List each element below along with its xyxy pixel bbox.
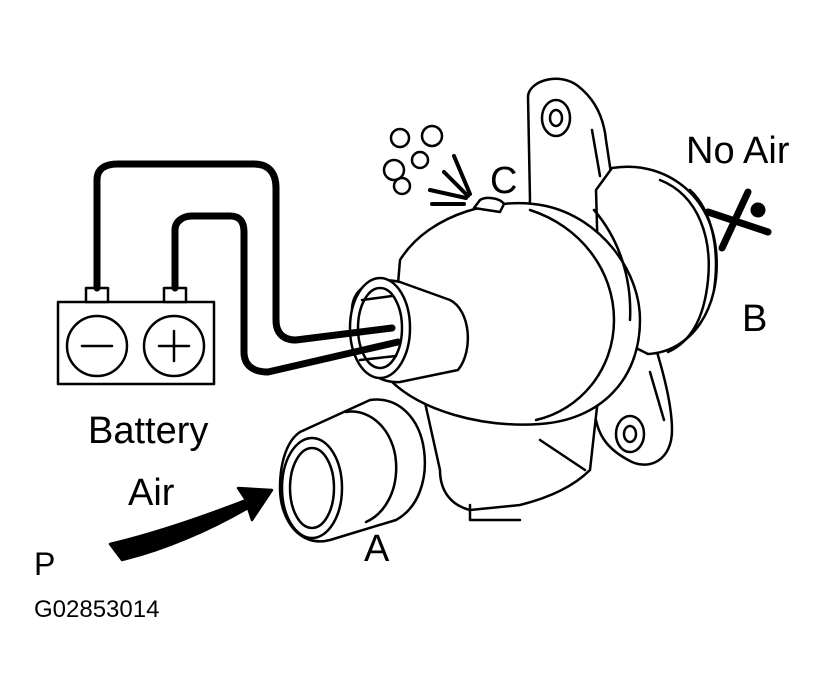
no-air-label: No Air [686, 130, 790, 172]
figure-code-label: P [34, 546, 56, 582]
battery-negative-terminal [65, 314, 129, 378]
battery-label: Battery [88, 410, 209, 452]
x-mark-icon [704, 188, 772, 252]
port-a-tube [278, 398, 427, 543]
port-c-label: C [490, 160, 518, 202]
air-label: Air [128, 472, 175, 514]
port-a-label: A [364, 528, 390, 570]
port-b-label: B [742, 298, 768, 340]
figure-id-label: G02853014 [34, 596, 160, 623]
battery [56, 286, 216, 386]
air-puff-icon [382, 124, 472, 206]
negative-wire [93, 160, 396, 344]
port-c-nipple [472, 196, 506, 214]
arrow-right-icon [108, 486, 274, 562]
battery-positive-terminal [142, 314, 206, 378]
positive-wire [171, 212, 402, 376]
wires [93, 160, 402, 376]
